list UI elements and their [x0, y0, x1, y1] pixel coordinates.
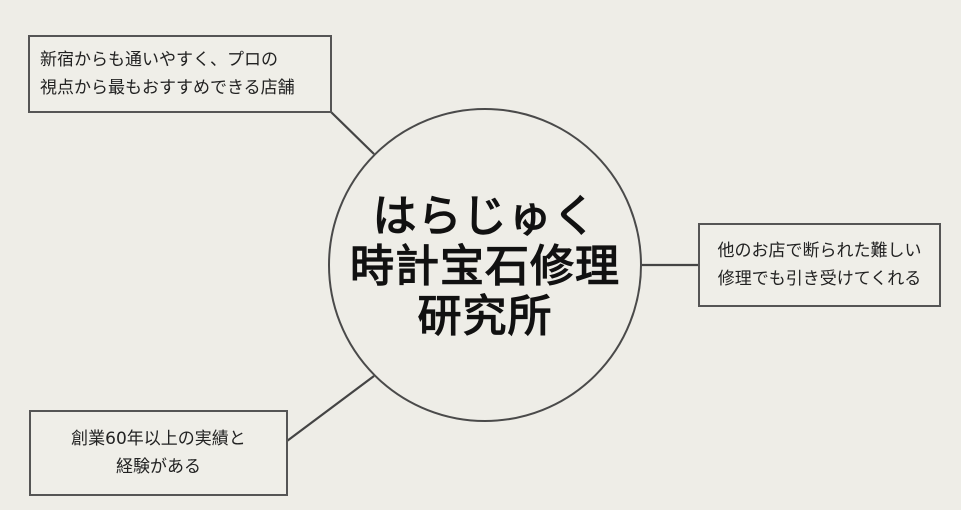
connector-bottom-left	[286, 375, 375, 442]
node-text-line: 経験がある	[115, 457, 201, 477]
connector-top-left	[330, 111, 375, 155]
center-title-line-1: はらじゅく	[372, 191, 598, 242]
node-text-line: 他のお店で断られた難しい	[717, 241, 922, 261]
node-text-line: 修理でも引き受けてくれる	[717, 269, 922, 289]
node-text-line: 創業60年以上の実績と	[71, 429, 246, 449]
center-title: はらじゅく 時計宝石修理 研究所	[350, 192, 620, 342]
node-text-line: 新宿からも通いやすく、プロの	[40, 50, 278, 70]
node-box-bottom-left: 創業60年以上の実績と 経験がある	[29, 410, 288, 496]
node-text-line: 視点から最もおすすめできる店舗	[40, 78, 295, 98]
center-title-line-3: 研究所	[417, 291, 553, 342]
node-box-right: 他のお店で断られた難しい 修理でも引き受けてくれる	[698, 223, 941, 307]
node-box-top-left: 新宿からも通いやすく、プロの 視点から最もおすすめできる店舗	[28, 35, 332, 113]
center-title-line-2: 時計宝石修理	[350, 241, 620, 292]
center-node-circle: はらじゅく 時計宝石修理 研究所	[328, 108, 642, 422]
